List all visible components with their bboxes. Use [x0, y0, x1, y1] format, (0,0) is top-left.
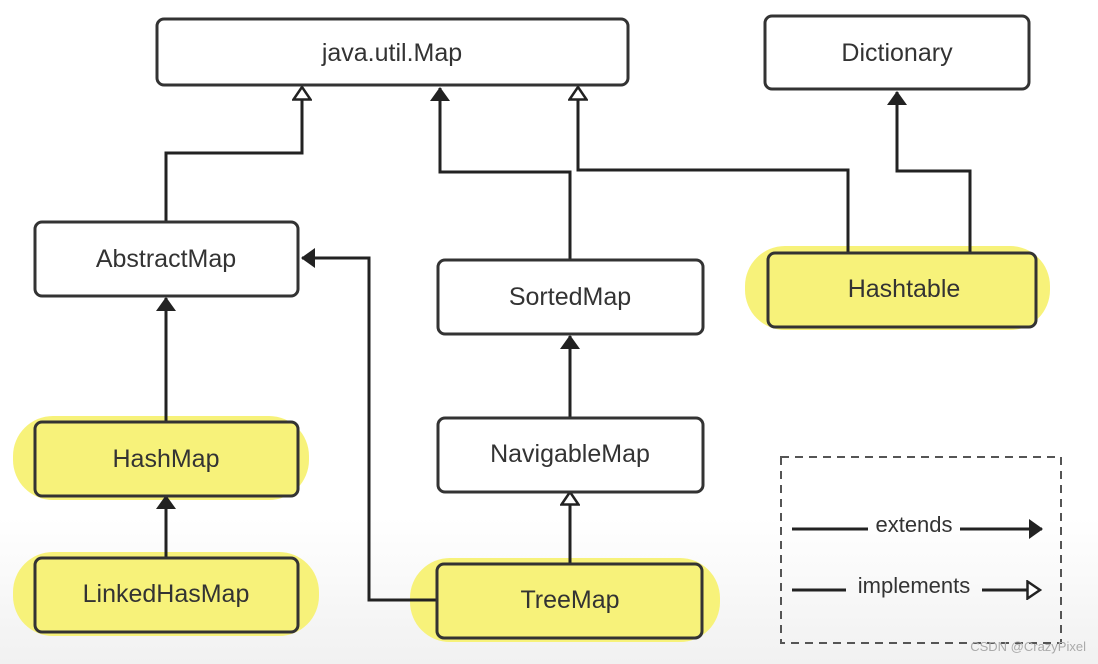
node-hashmap: HashMap [33, 420, 300, 498]
node-label: AbstractMap [96, 245, 236, 273]
node-abstractmap: AbstractMap [33, 220, 300, 298]
edge-abstractmap-to-map [164, 87, 302, 222]
node-label: Hashtable [848, 275, 961, 303]
node-box [436, 416, 705, 494]
node-box [33, 220, 300, 298]
node-treemap: TreeMap [435, 562, 704, 640]
node-label: NavigableMap [490, 440, 650, 468]
node-label: java.util.Map [321, 39, 462, 67]
node-box [436, 258, 705, 336]
node-label: LinkedHasMap [83, 580, 250, 608]
node-dictionary: Dictionary [763, 14, 1031, 91]
node-box [155, 17, 630, 87]
node-box [763, 14, 1031, 91]
node-box [33, 556, 300, 634]
edge-treemap-to-abstractmap [301, 248, 437, 602]
node-label: SortedMap [509, 283, 631, 311]
node-navigablemap: NavigableMap [436, 416, 705, 494]
edge-hashtable-to-map [578, 87, 850, 253]
node-label: HashMap [113, 445, 220, 473]
node-java-util-map: java.util.Map [155, 17, 630, 87]
node-label: TreeMap [520, 586, 619, 614]
legend-extends-label: extends [875, 512, 952, 537]
legend-implements-label: implements [858, 573, 970, 598]
node-box [435, 562, 704, 640]
edges [156, 87, 972, 602]
legend: extends implements [780, 456, 1062, 644]
node-box [766, 251, 1038, 329]
node-sortedmap: SortedMap [436, 258, 705, 336]
edge-sortedmap-to-map [430, 87, 572, 260]
node-label: Dictionary [841, 39, 953, 67]
legend-border [780, 456, 1062, 644]
node-box [33, 420, 300, 498]
watermark: CSDN @CrazyPixel [970, 639, 1086, 654]
node-hashtable: Hashtable [766, 251, 1038, 329]
node-linkedhasmap: LinkedHasMap [33, 556, 300, 634]
edge-hashtable-to-dictionary [887, 91, 972, 253]
